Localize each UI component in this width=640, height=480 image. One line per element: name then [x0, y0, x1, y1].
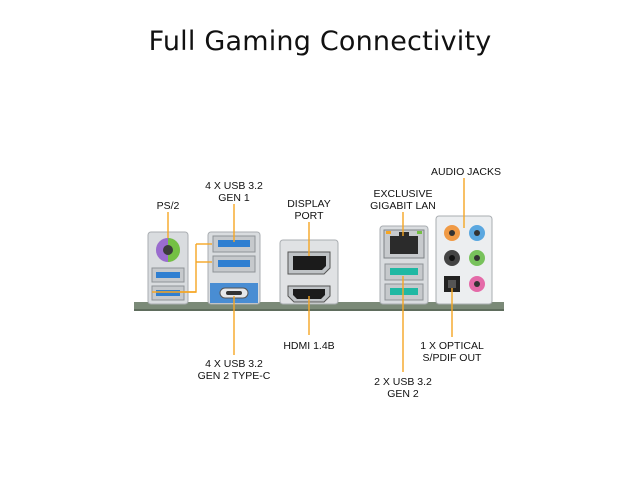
- page-title: Full Gaming Connectivity: [148, 26, 492, 57]
- audio-jacks-label: AUDIO JACKS: [430, 166, 502, 178]
- gigabit-lan-label: EXCLUSIVE GIGABIT LAN: [370, 188, 436, 212]
- usb32-gen2-label: 2 X USB 3.2 GEN 2: [374, 376, 432, 400]
- usb32-gen1-label: 4 X USB 3.2 GEN 1: [205, 180, 263, 204]
- lan-usb-gen2-stack: [379, 225, 429, 305]
- callout-lines: [152, 178, 465, 372]
- optical-spdif-label: 1 X OPTICAL S/PDIF OUT: [420, 340, 484, 364]
- ps2-label: PS/2: [156, 200, 180, 212]
- usb-gen1-typec-stack: [207, 231, 261, 305]
- displayport-label: DISPLAY PORT: [287, 198, 331, 222]
- hdmi-label: HDMI 1.4B: [283, 340, 335, 352]
- usb32-gen2-typec-label: 4 X USB 3.2 GEN 2 TYPE-C: [197, 358, 271, 382]
- video-outputs-stack: [279, 239, 339, 305]
- ps2-usb-stack: [147, 231, 189, 305]
- audio-jacks-stack: [435, 215, 493, 305]
- motherboard-edge: [134, 302, 504, 310]
